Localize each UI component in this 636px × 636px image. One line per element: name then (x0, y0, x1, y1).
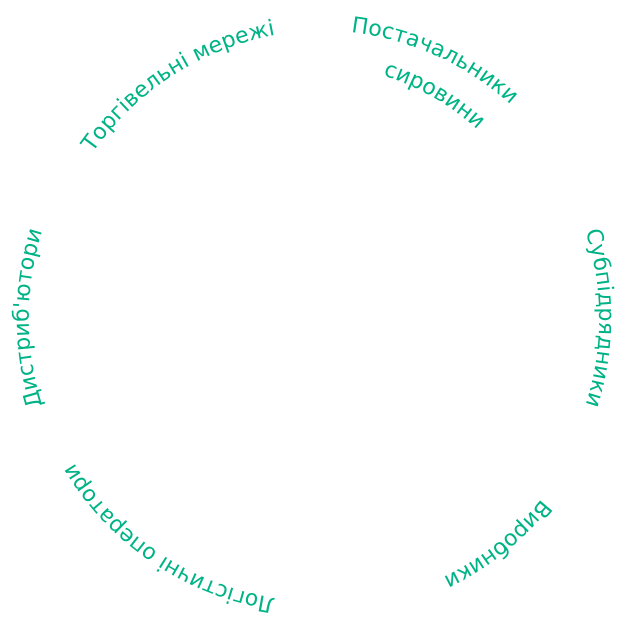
label-manufacturers-path: Виробники (440, 495, 556, 594)
label-subcontractors-path: Субпідрядники (580, 226, 618, 410)
label-distributors-path: Дистриб'ютори (10, 225, 48, 410)
label-manufacturers: Виробники (440, 495, 556, 594)
label-logistics-path: Логістичні оператори (58, 459, 277, 616)
label-logistics: Логістичні оператори (58, 459, 277, 616)
label-subcontractors: Субпідрядники (580, 226, 618, 410)
label-distributors: Дистриб'ютори (10, 225, 48, 410)
label-retail: Торгівельні мережі (76, 16, 276, 157)
label-retail-path: Торгівельні мережі (76, 16, 276, 157)
